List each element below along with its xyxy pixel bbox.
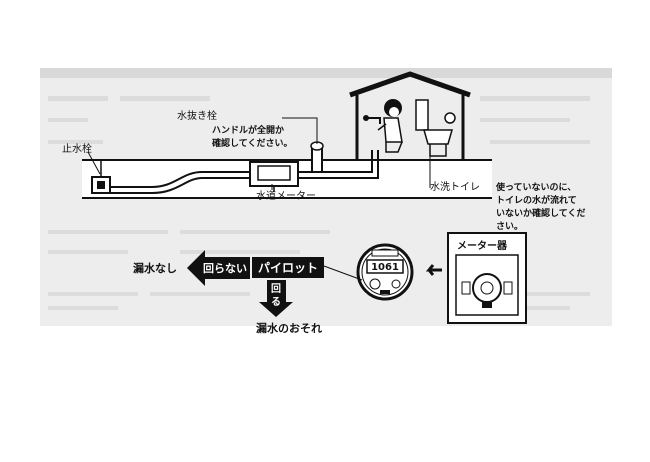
toilet-note-line-1: 使っていないのに、: [495, 181, 576, 193]
toilet-note-line-2: トイレの水が流れて: [496, 194, 577, 206]
meter-box: [447, 232, 527, 324]
pilot-label: パイロット: [258, 261, 318, 275]
shutoff-valve-label: 止水栓: [62, 142, 92, 155]
not-rotating-arrow-icon: [187, 250, 250, 286]
flush-toilet-label: 水洗トイレ: [430, 181, 480, 193]
shutoff-valve-icon: [91, 160, 111, 194]
meter-dial: [356, 243, 414, 301]
leak-risk-label: 漏水のおそれ: [256, 321, 322, 335]
drain-valve-note-line-1: ハンドルが全開か: [212, 124, 284, 136]
drain-valve-icon: [310, 141, 324, 173]
leader-lines: [87, 117, 431, 190]
rotating-label-2: る: [271, 296, 281, 308]
water-meter-icon: [249, 161, 299, 192]
person-icon: [377, 99, 403, 153]
rotating-arrow-icon: [259, 280, 293, 317]
rotating-label-1: 回: [271, 283, 281, 295]
arrow-left-icon: [425, 264, 442, 276]
pilot-leader-line: [323, 265, 363, 281]
meter-digits: 1061: [371, 262, 399, 273]
toilet-note-line-4: さい。: [496, 221, 523, 232]
drain-valve-label: 水抜き栓: [177, 109, 217, 122]
water-meter-label: 水道メーター: [256, 189, 316, 202]
pilot-badge: [252, 257, 324, 278]
toilet-icon: [415, 99, 456, 157]
meter-box-label: メーター器: [457, 240, 508, 252]
not-rotating-label: 回らない: [203, 261, 247, 275]
toilet-note-line-3: いないか確認してくだ: [496, 207, 585, 219]
house-icon: [349, 71, 471, 161]
drain-valve-note-line-2: 確認してください。: [212, 137, 292, 149]
no-leak-label: 漏水なし: [133, 261, 177, 275]
